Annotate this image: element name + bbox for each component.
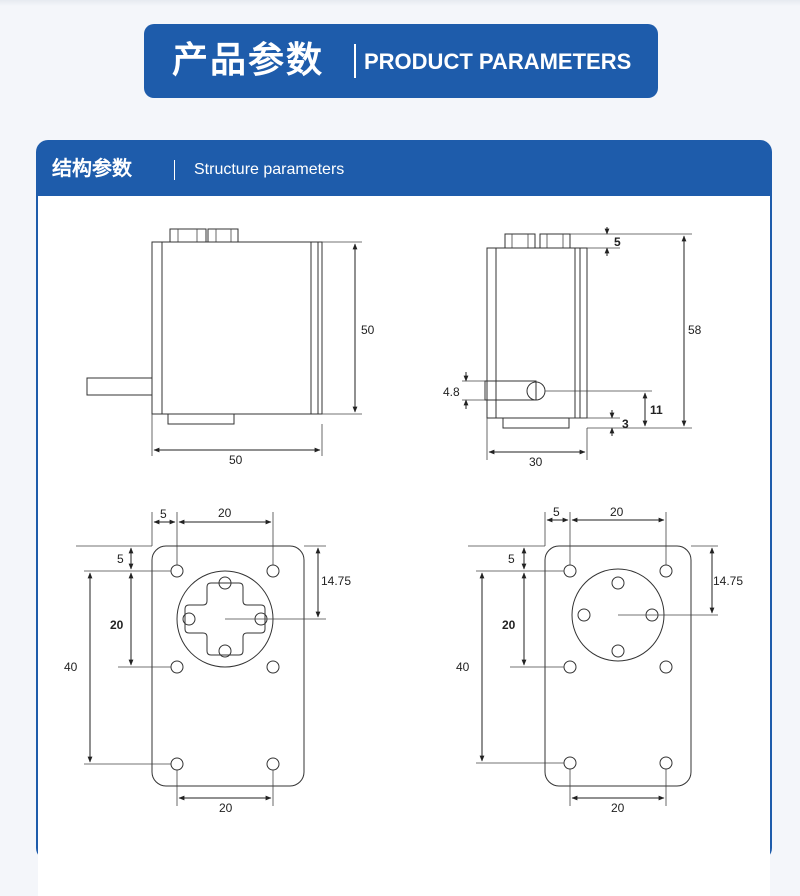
banner-divider — [354, 44, 356, 78]
side-cap-right — [539, 233, 571, 249]
side-base-label: 3 — [622, 417, 629, 431]
br-outer-pitch-label: 40 — [456, 660, 470, 674]
front-base — [167, 413, 235, 425]
front-view-drawing: 50 50 — [86, 228, 375, 467]
bottom-right-drawing: 5 20 5 20 40 14.75 20 — [456, 505, 743, 815]
br-top-pitch-label: 20 — [610, 505, 624, 519]
br-top-offset-y-label: 5 — [508, 552, 515, 566]
front-cap-left — [169, 228, 207, 243]
bottom-left-drawing: 5 20 5 20 40 14.75 20 — [64, 506, 351, 815]
front-height-label: 50 — [361, 323, 375, 337]
side-view-drawing: 5 58 4.8 11 3 30 — [443, 227, 702, 469]
bl-bottom-pitch-label: 20 — [219, 801, 233, 815]
technical-drawings: 50 50 5 58 4.8 — [64, 227, 743, 815]
front-width-label: 50 — [229, 453, 243, 467]
top-shadow — [0, 0, 800, 6]
side-shaft-dia-label: 4.8 — [443, 385, 460, 399]
bl-outer-pitch-label: 40 — [64, 660, 78, 674]
product-parameters-banner: 产品参数 PRODUCT PARAMETERS — [144, 24, 658, 98]
side-body — [486, 247, 588, 419]
banner-title-cn: 产品参数 — [172, 40, 325, 81]
side-shaft-height-label: 11 — [650, 403, 663, 417]
side-base — [502, 417, 570, 429]
side-shaft — [484, 380, 537, 401]
side-cap-label: 5 — [614, 235, 621, 249]
panel-title-en: Structure parameters — [194, 161, 345, 178]
front-body — [151, 241, 323, 415]
banner-title-en: PRODUCT PARAMETERS — [364, 49, 632, 74]
bl-hub-offset-label: 14.75 — [321, 574, 351, 588]
front-shaft — [86, 377, 153, 396]
br-bottom-pitch-label: 20 — [611, 801, 625, 815]
br-plate — [544, 545, 692, 787]
br-inner-pitch-label: 20 — [502, 618, 516, 632]
panel-divider — [174, 160, 175, 180]
br-top-offset-x-label: 5 — [553, 505, 560, 519]
bl-top-offset-x-label: 5 — [160, 507, 167, 521]
panel-title-cn: 结构参数 — [52, 156, 132, 180]
front-cap-right — [207, 228, 239, 243]
bl-top-pitch-label: 20 — [218, 506, 232, 520]
bl-plate — [151, 545, 305, 787]
side-total-height-label: 58 — [688, 323, 702, 337]
bl-cross-horn — [184, 582, 266, 656]
bl-inner-pitch-label: 20 — [110, 618, 124, 632]
side-width-label: 30 — [529, 455, 543, 469]
br-hub-offset-label: 14.75 — [713, 574, 743, 588]
bl-top-offset-y-label: 5 — [117, 552, 124, 566]
side-cap-left — [504, 233, 536, 249]
